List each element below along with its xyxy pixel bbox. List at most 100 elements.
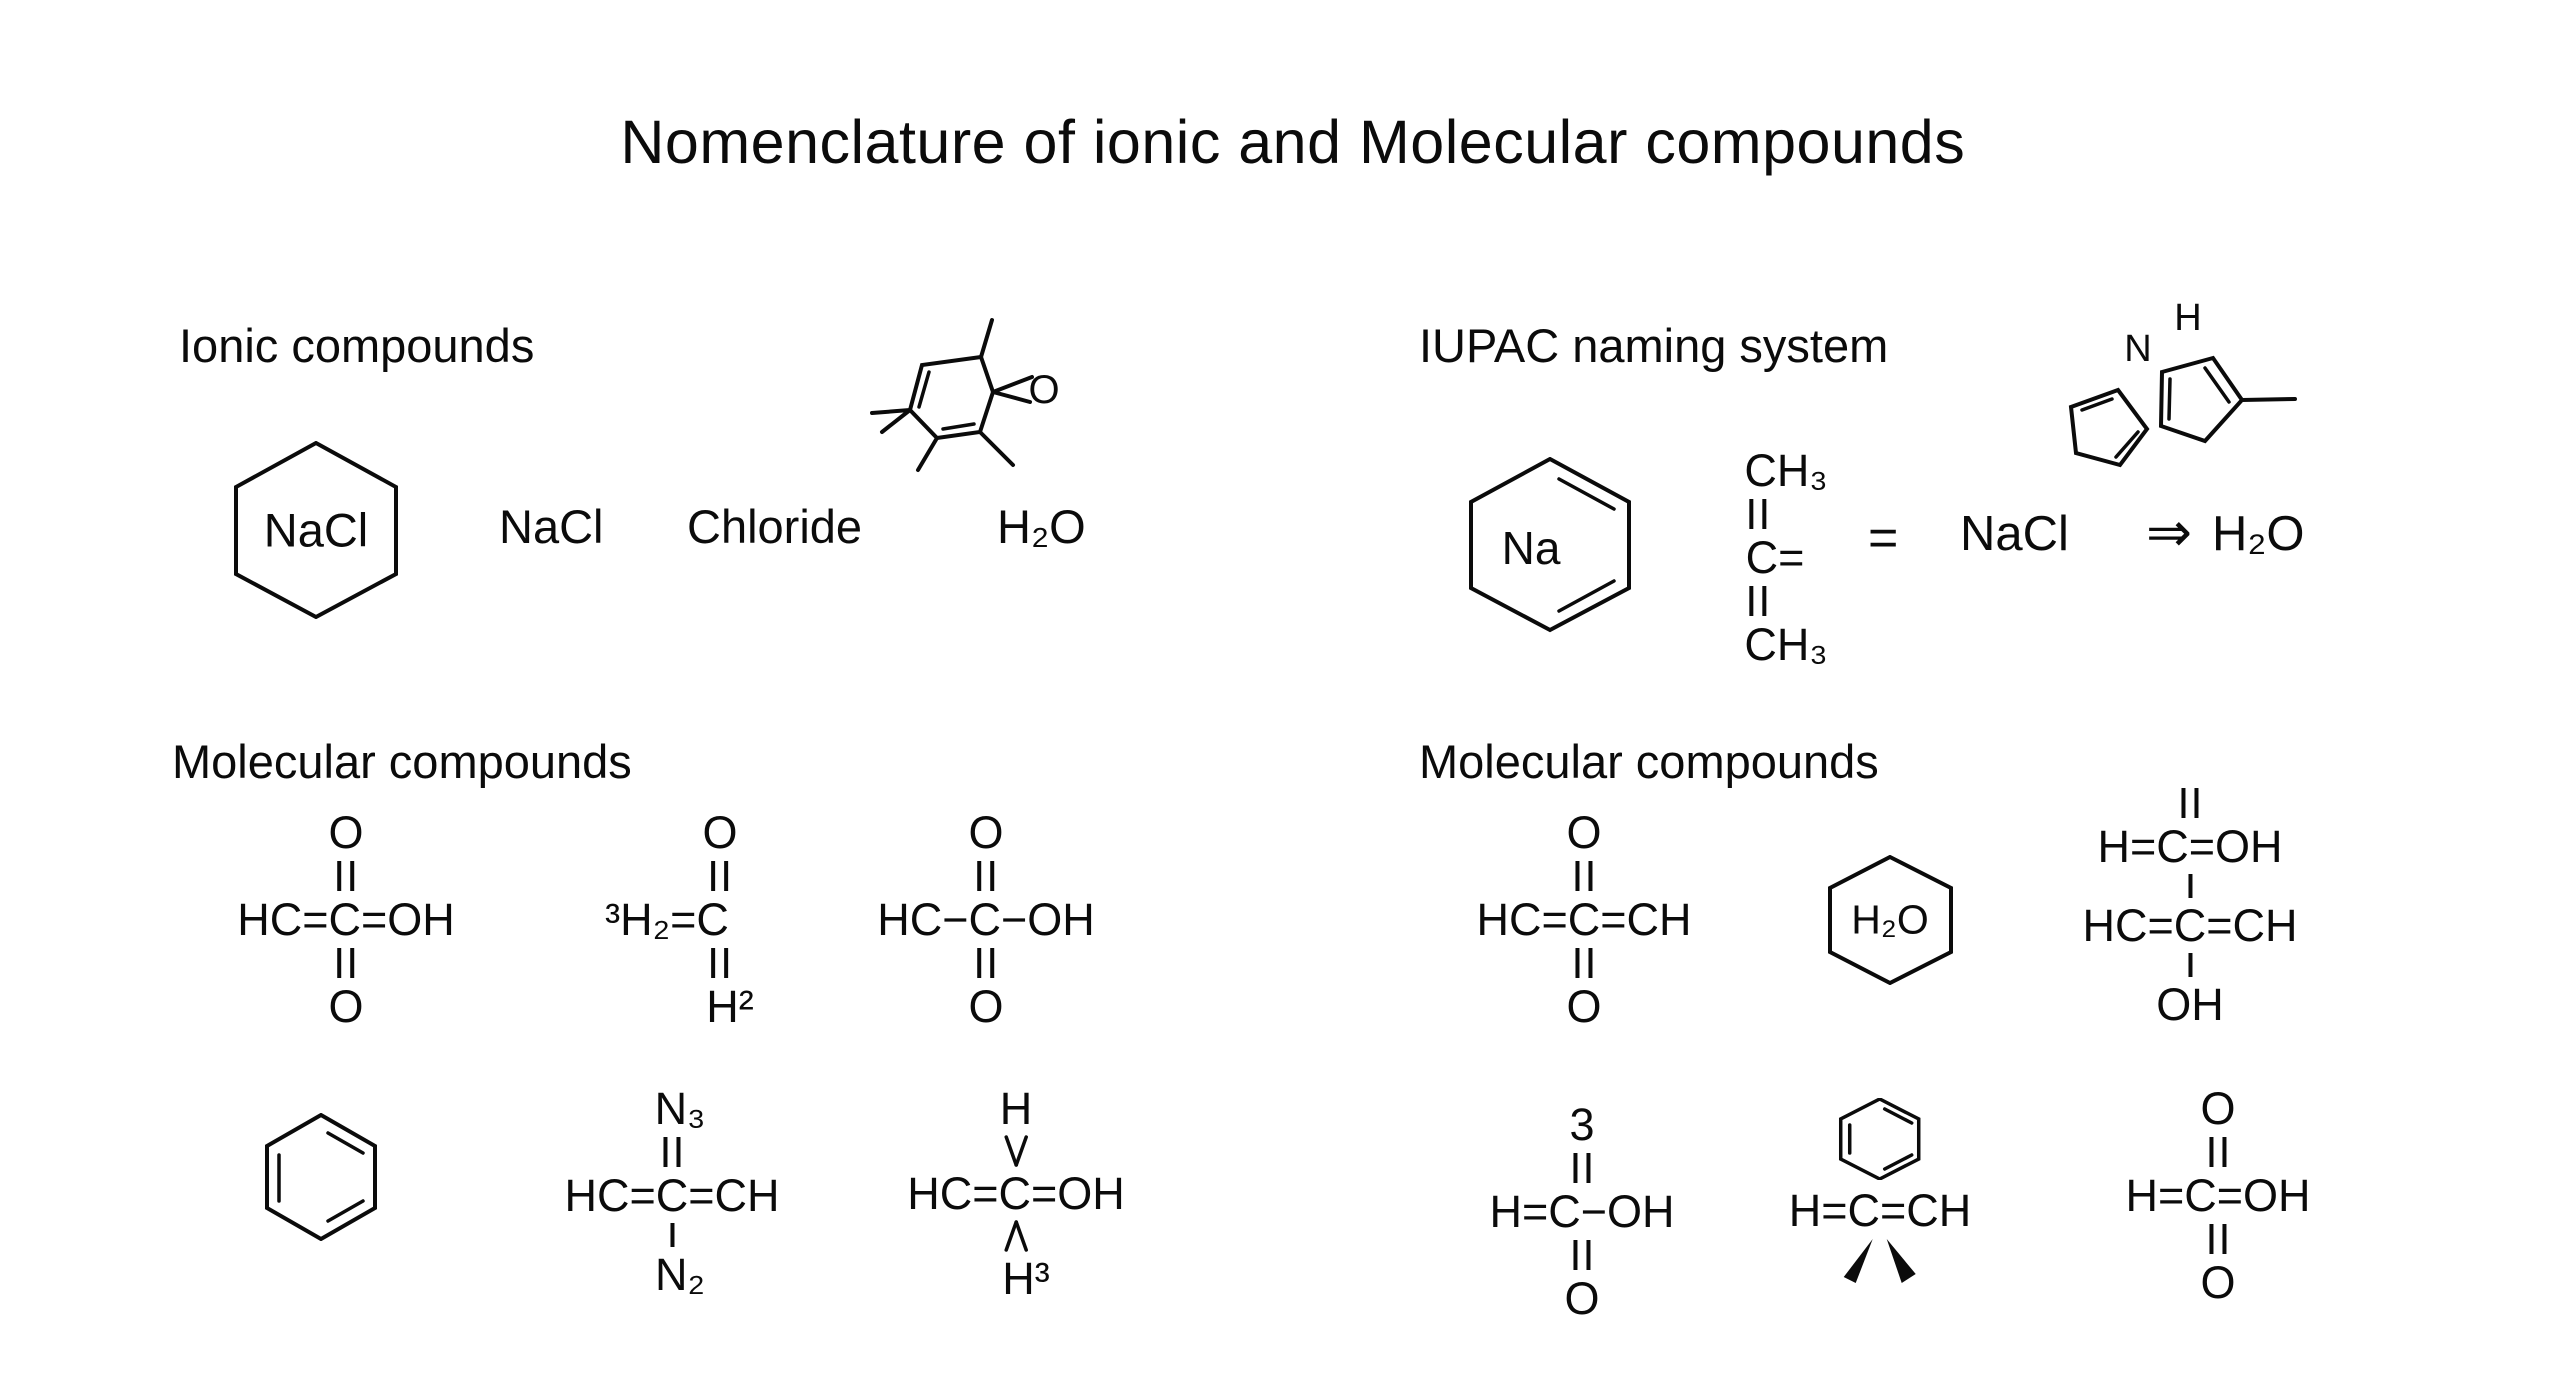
top-atom: 3 [1569,1099,1595,1150]
methyl-bond [2240,397,2297,402]
methyl-bond [870,408,912,415]
molecular-compounds-left-heading: Molecular compounds [172,735,632,788]
top-atom: H [999,1083,1033,1134]
formula: H=C=OH [2125,1170,2311,1221]
equation-water: H₂O [2212,507,2305,561]
vertical-double-bond [337,861,355,891]
page-title: Nomenclature of ionic and Molecular comp… [620,108,1966,176]
double-bond-line [326,1199,365,1223]
bottom-atom: O [328,981,364,1032]
methyl-bond [880,408,912,434]
iupac-heading: IUPAC naming system [1419,319,1889,372]
na-hexagon-label: Na [1501,522,1561,574]
cyclohexadiene-epoxide-sketch [870,318,1034,472]
equation-salt: NaCl [1960,507,2069,561]
structure-hc-c-oh-dioxo: O HC=C=OH O [237,810,455,1029]
vertical-double-bond [663,1137,681,1167]
vertical-double-bond [2209,1137,2227,1167]
bottom-atom: O [2200,1257,2236,1308]
double-bond-line [2114,430,2140,459]
double-bond-line [326,1131,365,1155]
ionic-example-water: H₂O [997,500,1086,553]
nacl-hexagon-label: NaCl [263,503,369,557]
double-bond-line [2080,397,2114,412]
vertical-double-bond [977,861,995,891]
top-atom: O [2200,1083,2236,1134]
ring-outline [2158,355,2245,444]
structure-h-c-oh-dioxo: O H=C=OH O [2125,1086,2310,1305]
double-bond-line [941,422,976,431]
central-carbon: C= [1745,532,1805,583]
structure-phenyl-wedges: H=C=CH [1788,1098,1972,1283]
ionic-example-salt: NaCl [499,500,604,553]
top-atom: O [328,807,364,858]
molecular-compounds-right-heading: Molecular compounds [1419,735,1879,788]
formula: HC=C=OH [237,894,455,945]
methyl-bond [916,436,939,472]
bottom-atom: OH [2156,979,2224,1030]
implies-arrow: ⇒ [2146,501,2193,563]
structure-hc-c-ch-dioxo: O HC=C=CH O [1476,810,1691,1029]
double-bond-line [2167,377,2172,421]
double-bond-line [1557,579,1616,613]
top-atom: O [702,807,738,858]
vertical-double-bond [1573,1153,1591,1183]
ionic-example-anion: Chloride [687,500,863,553]
h2o-hexagon-shape [1828,855,1953,985]
double-bond-line [2203,366,2231,404]
vertical-double-bond [1575,948,1593,978]
top-atom: O [1566,807,1602,858]
top-atom: N₃ [654,1083,706,1134]
vertical-double-bond [711,948,729,978]
structure-hc-c-ch-diazo: N₃ HC=C=CH N₂ [564,1086,779,1297]
bottom-atom: H³ [1002,1253,1050,1304]
vertical-double-bond [2209,1224,2227,1254]
top-atom: O [968,807,1004,858]
benzene-ring-small [1839,1098,1921,1180]
formula-top: H=C=OH [2097,821,2283,872]
nacl-hexagon-shape [234,441,398,619]
structure-two-level-stack: H=C=OH HC=C=CH OH [2082,788,2298,1030]
double-bond-line [917,370,931,409]
double-bond-line [1557,477,1616,511]
ch3-top: CH₃ [1744,445,1828,496]
vertical-double-bond [711,861,729,891]
h2o-hexagon-label: H₂O [1851,896,1929,943]
formula: HC=C=CH [564,1170,780,1221]
methyl-bond [979,318,994,359]
hexagon-outline [1828,855,1953,985]
bottom-atom: O [1564,1273,1600,1324]
wedge-bonds [1844,1239,1916,1283]
vertical-single-bond [2187,874,2192,898]
bottom-atom: N₂ [655,1249,705,1300]
na-hexagon-shape [1469,457,1631,633]
dimethyl-carbon-structure: CH₃ C= CH₃ [1744,448,1827,667]
ionic-compounds-heading: Ionic compounds [179,319,535,372]
vertical-single-bond [2187,953,2192,977]
vertical-double-bond [1573,1240,1591,1270]
vertical-double-bond [1749,499,1767,529]
hexagon-outline [1839,1098,1921,1180]
hydrogen-label: H [2174,297,2202,339]
epoxide-oxygen-label: O [1028,368,1060,412]
benzene-ring [265,1113,377,1241]
bottom-atom: O [1566,981,1602,1032]
formula: H=C=CH [1788,1185,1972,1236]
ring-outline [2068,387,2150,468]
formula: ³H₂=C [605,894,729,945]
vertical-double-bond [1575,861,1593,891]
structure-h-c-oh-numbered: 3 H=C−OH O [1489,1102,1674,1321]
bottom-atom: H² [706,981,754,1032]
ch3-bottom: CH₃ [1744,619,1828,670]
hexagon-outline [234,441,398,619]
vertical-double-bond [2181,788,2199,818]
formula-middle: HC=C=CH [2082,900,2298,951]
nitrogen-label: N [2124,328,2152,370]
structure-hc-c-oh-angle-bonds: H HC=C=OH H³ [907,1086,1125,1301]
caret-shaped-bond [1004,1220,1028,1252]
formula: HC−C−OH [877,894,1095,945]
formula: HC=C=OH [907,1168,1125,1219]
oxygen-bond [991,390,1032,404]
hexagon-outline [265,1113,377,1241]
